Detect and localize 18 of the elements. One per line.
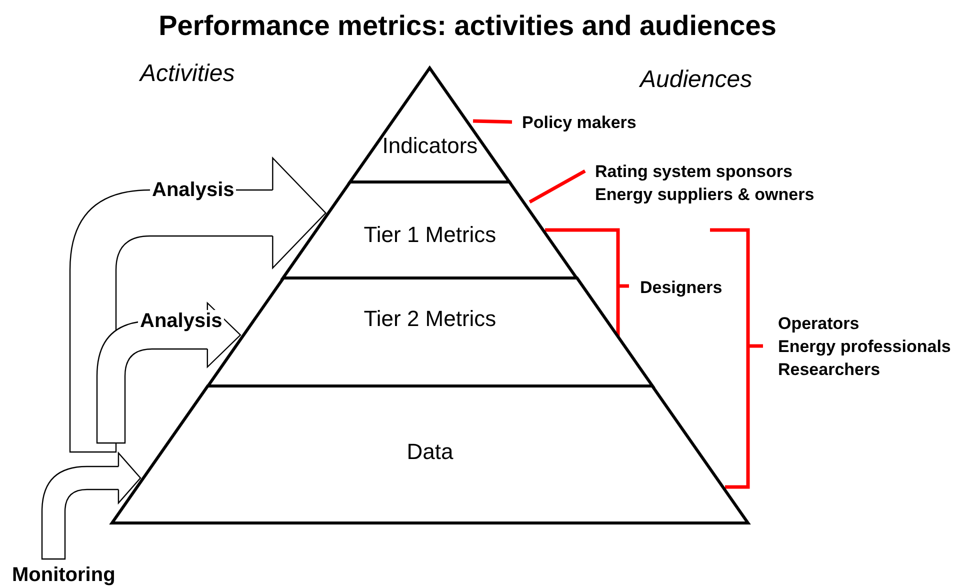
column-heading: Audiences bbox=[640, 66, 752, 94]
edge-label: Analysis bbox=[138, 310, 224, 333]
activity-label: Monitoring bbox=[12, 563, 116, 587]
column-heading: Activities bbox=[140, 60, 235, 88]
diagram-title: Performance metrics: activities and audiences bbox=[158, 10, 778, 42]
audience-label: Rating system sponsors bbox=[595, 161, 792, 183]
audience-label: Energy professionals bbox=[778, 337, 951, 357]
edge-label: Analysis bbox=[150, 179, 236, 202]
band-label: Tier 1 Metrics bbox=[362, 222, 498, 248]
band-label: Data bbox=[406, 439, 454, 465]
audience-label: Energy suppliers & owners bbox=[595, 184, 814, 206]
audience-label: Designers bbox=[640, 278, 722, 298]
band-label: Indicators bbox=[381, 133, 479, 159]
audience-label: Policy makers bbox=[522, 112, 636, 134]
leader-line bbox=[528, 169, 586, 204]
audience-label: Researchers bbox=[778, 360, 880, 380]
leader-line bbox=[473, 119, 512, 124]
audience-label: Operators bbox=[778, 314, 860, 334]
